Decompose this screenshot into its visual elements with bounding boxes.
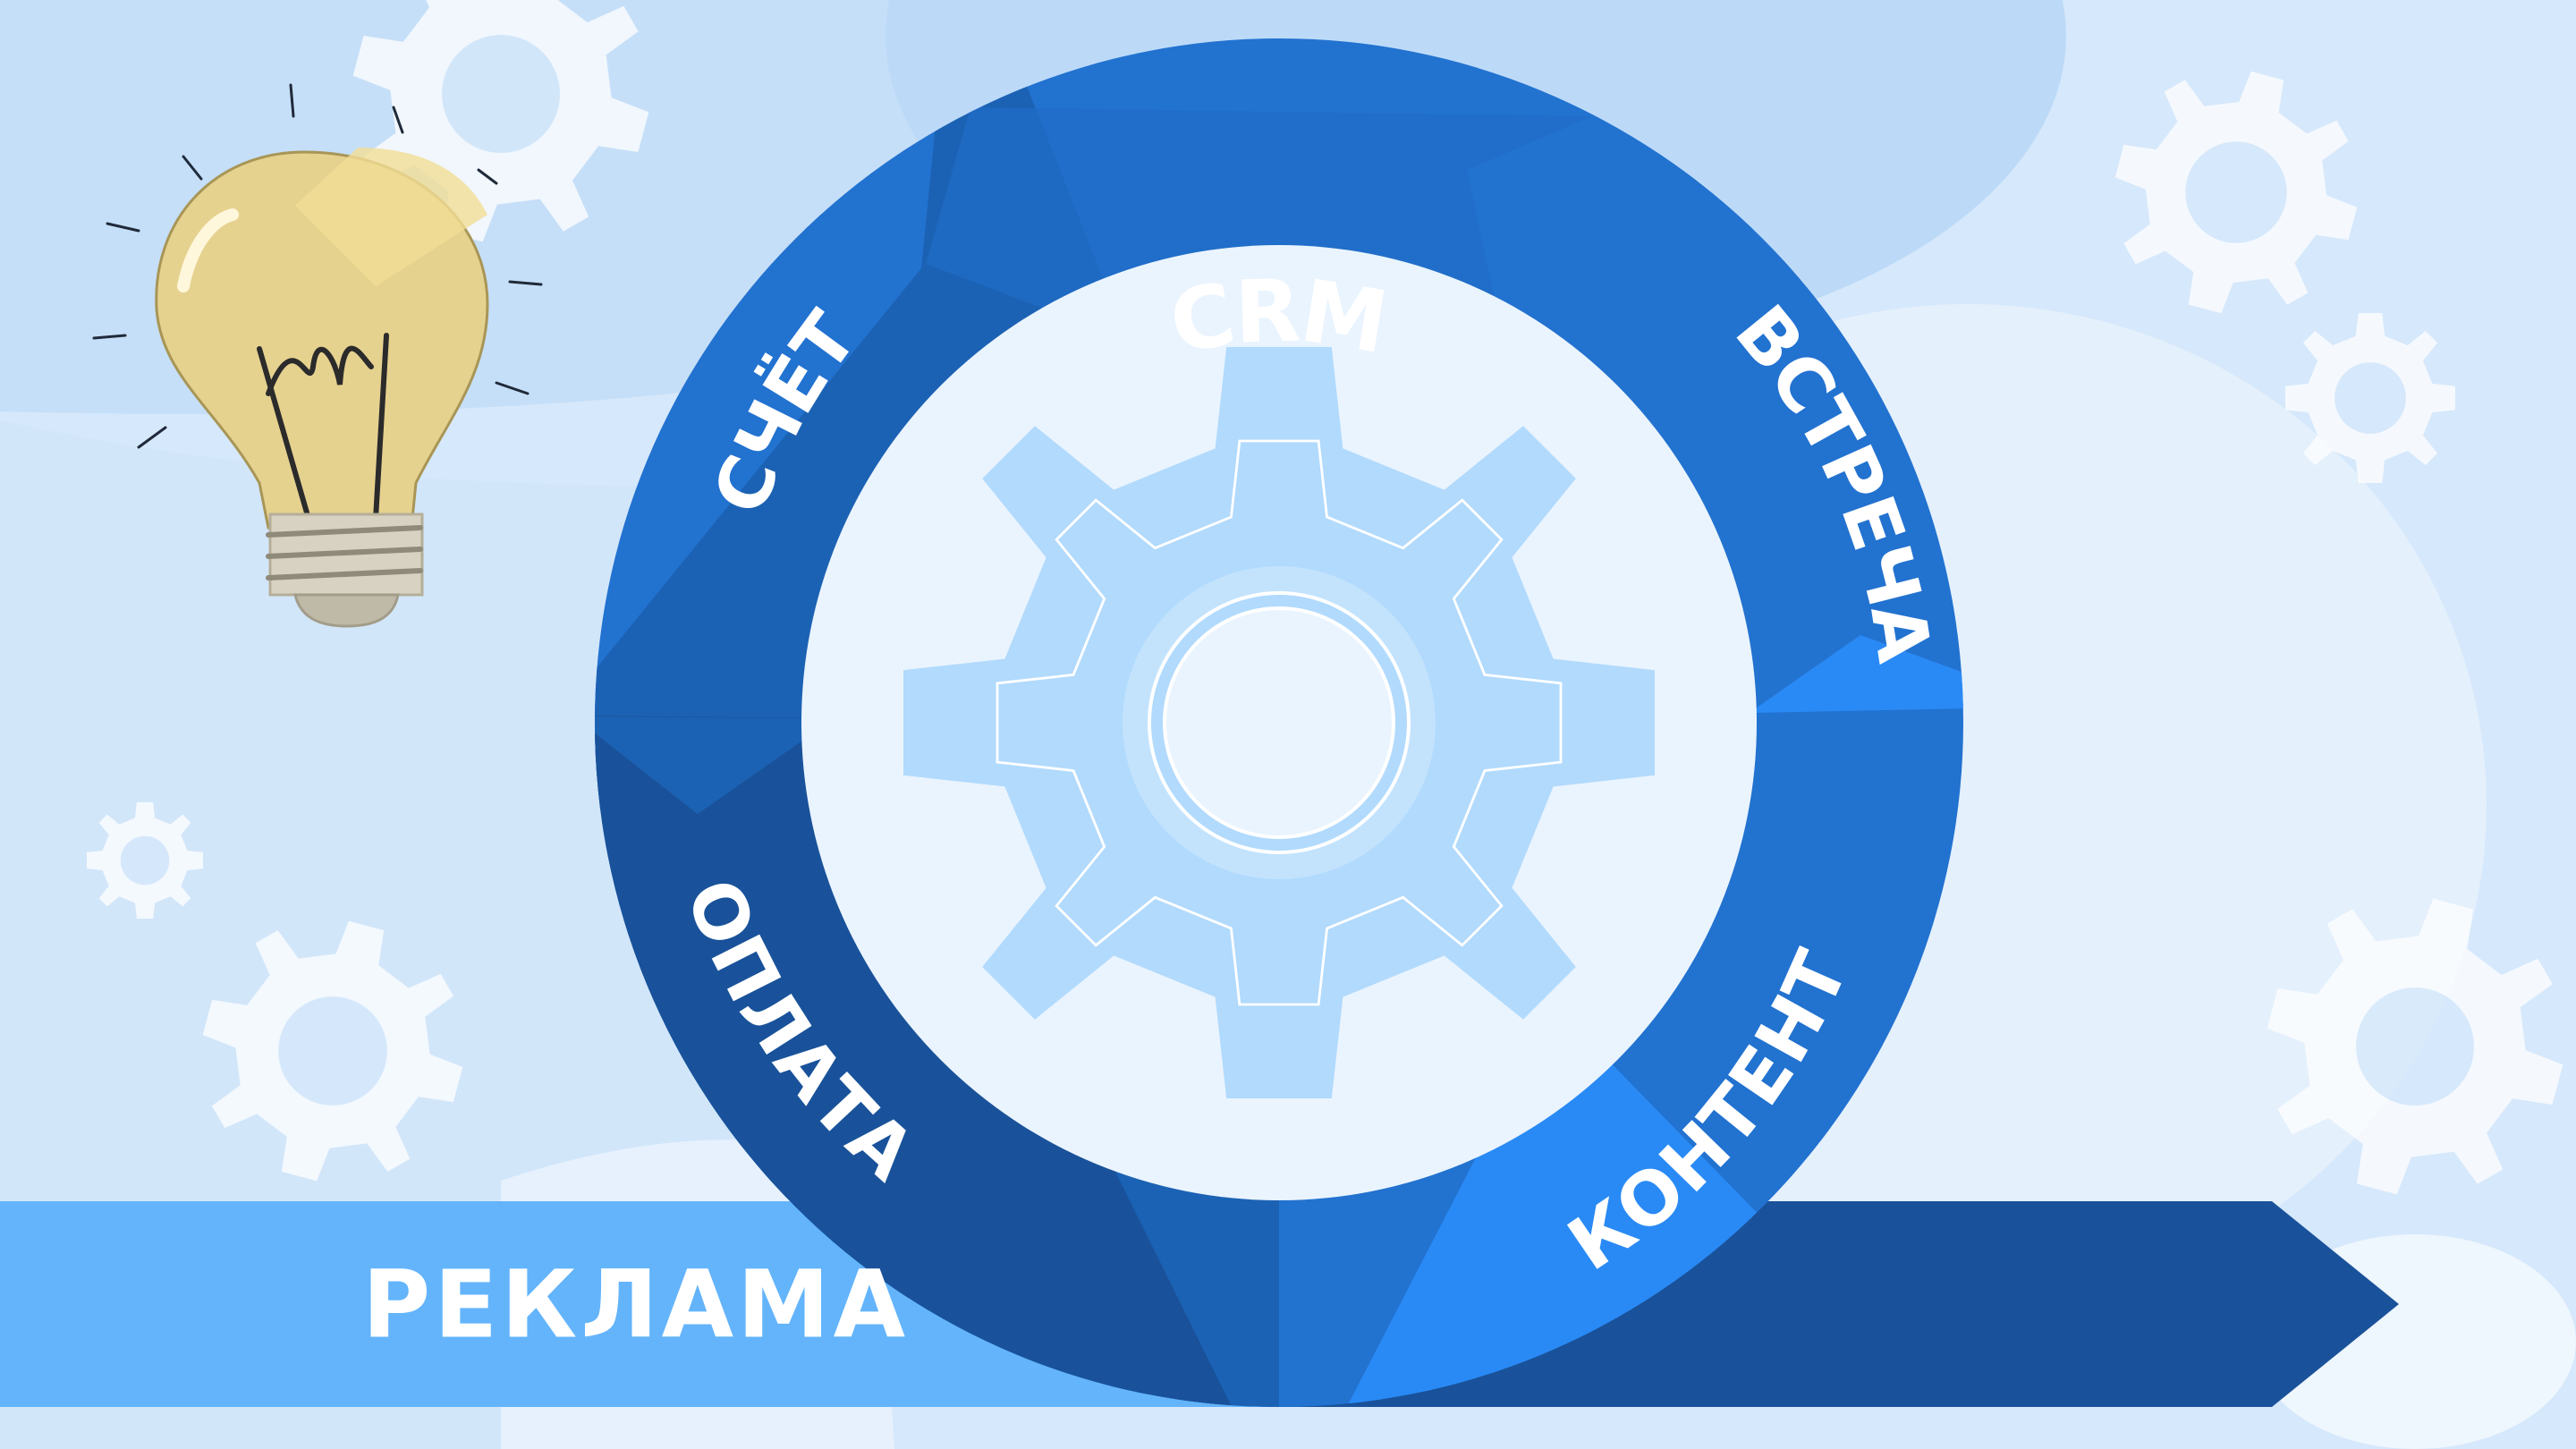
background-gears — [87, 0, 2576, 1228]
lightbulb-icon — [92, 83, 543, 628]
crm-label: CRM — [1163, 261, 1394, 375]
gear-icon — [319, 0, 682, 275]
gear-icon — [87, 802, 203, 919]
gear-icon — [2233, 865, 2576, 1228]
banner-label: РЕКЛАМА — [362, 1250, 909, 1359]
gear-icon — [2285, 313, 2455, 483]
gear-icon — [174, 892, 492, 1210]
ring-segment-top-fold — [926, 107, 1592, 313]
gear-icon — [2088, 44, 2385, 341]
gear-icon — [903, 347, 1655, 1099]
